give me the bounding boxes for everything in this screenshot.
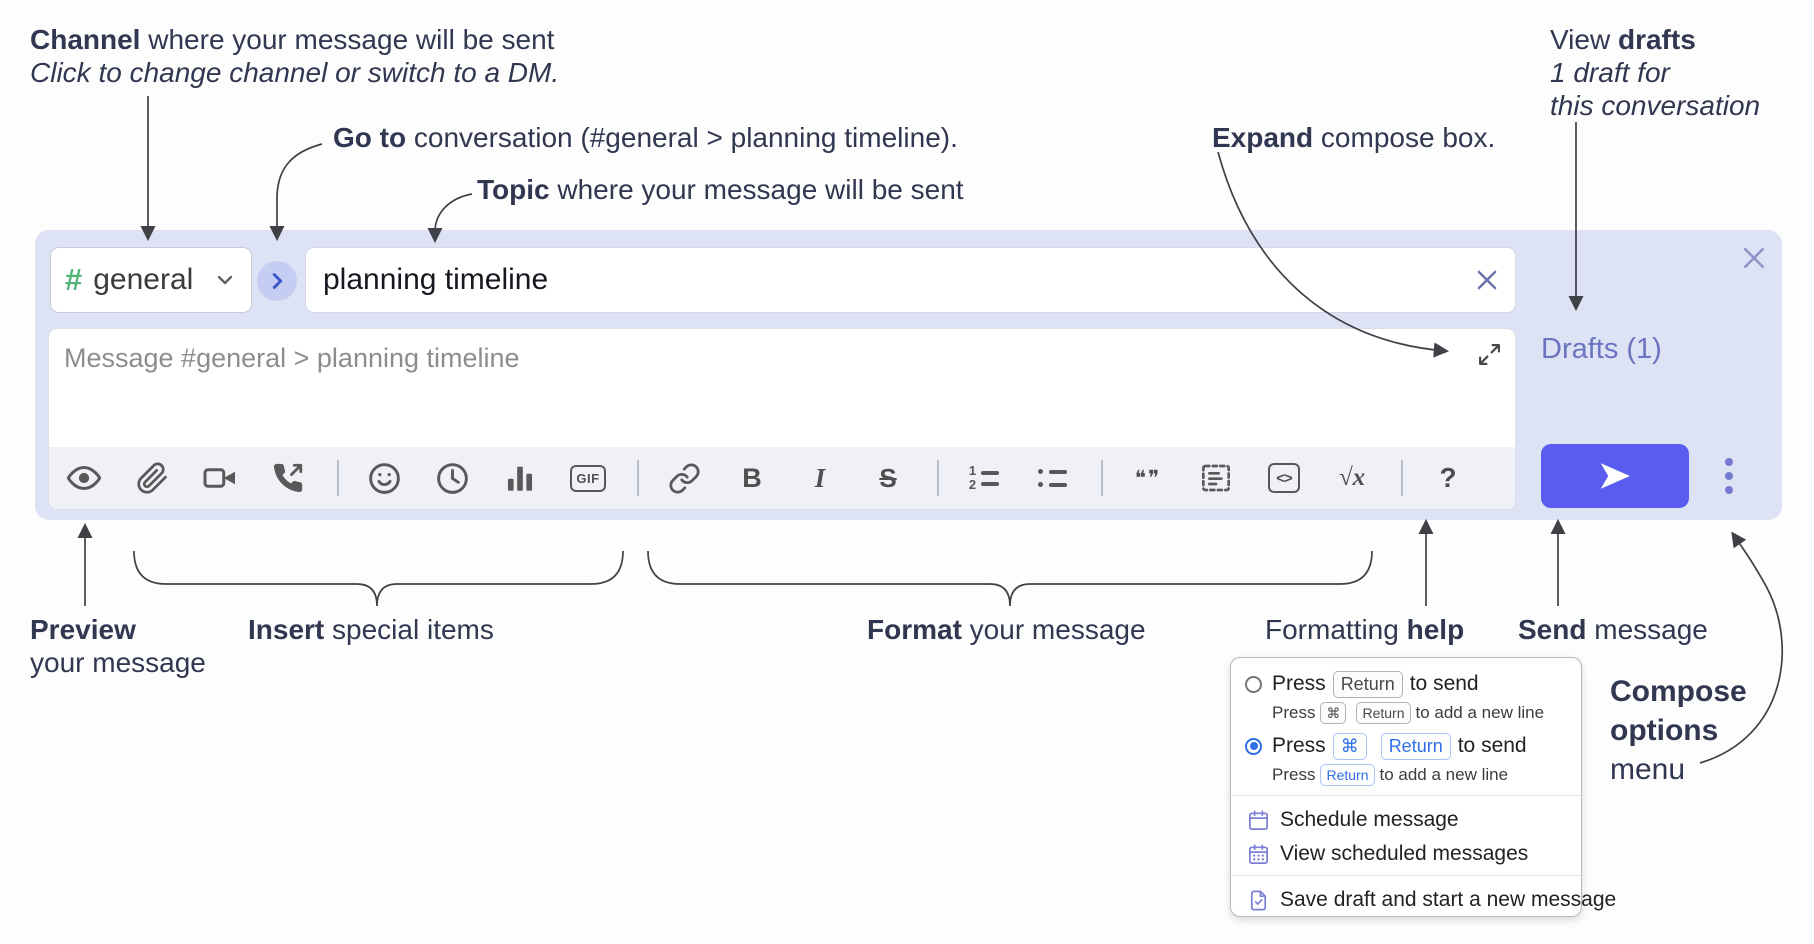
toolbar-divider: [637, 460, 639, 496]
toolbar-divider: [1101, 460, 1103, 496]
document-check-icon: [1247, 889, 1270, 912]
preview-note-line2: your message: [30, 647, 206, 678]
view-drafts-note: View drafts: [1550, 24, 1696, 55]
topic-note: Topic where your message will be sent: [477, 174, 964, 205]
channel-hash-icon: #: [65, 262, 83, 297]
option-return-to-send[interactable]: Press Return to send: [1231, 670, 1479, 698]
channel-note-sub: Click to change channel or switch to a D…: [30, 57, 560, 88]
return-keycap: Return: [1320, 764, 1375, 786]
cmd-keycap: ⌘: [1320, 702, 1347, 724]
compose-options-note-line3: menu: [1610, 753, 1686, 786]
code-icon[interactable]: <>: [1265, 457, 1303, 499]
chevron-down-icon: [213, 268, 237, 292]
topic-field: [305, 247, 1516, 313]
calendar-icon: [1247, 809, 1270, 832]
audio-call-icon[interactable]: [269, 457, 307, 499]
topic-input[interactable]: [306, 248, 1515, 312]
send-note: Send message: [1518, 614, 1708, 645]
italic-icon[interactable]: I: [814, 462, 826, 493]
message-input[interactable]: [49, 329, 1454, 453]
menu-divider: [1231, 875, 1581, 876]
menu-divider: [1231, 795, 1581, 796]
link-icon[interactable]: [665, 457, 703, 499]
send-button[interactable]: [1541, 444, 1689, 508]
channel-note: Channel where your message will be sent: [30, 24, 555, 55]
toolbar-divider: [1401, 460, 1403, 496]
return-keycap: Return: [1332, 670, 1403, 698]
video-call-icon[interactable]: [201, 457, 239, 499]
chevron-right-icon: [272, 273, 283, 289]
return-keycap: Return: [1380, 732, 1451, 760]
message-formatting-help-icon[interactable]: ?: [1439, 462, 1457, 493]
view-drafts-note-line2: 1 draft for: [1550, 57, 1670, 88]
add-time-icon[interactable]: [433, 457, 471, 499]
compose-options-menu-icon[interactable]: [1707, 444, 1751, 508]
radio-unselected-icon[interactable]: [1245, 675, 1262, 693]
expand-note: Expand compose box.: [1212, 122, 1496, 153]
save-draft-item[interactable]: Save draft and start a new message: [1231, 885, 1616, 915]
attach-file-icon[interactable]: [133, 457, 171, 499]
format-brace: [647, 550, 1373, 607]
message-box: GIF B I S 12: [48, 328, 1516, 510]
view-scheduled-messages-item[interactable]: View scheduled messages: [1231, 839, 1528, 869]
compose-options-note: Compose: [1610, 675, 1747, 708]
bold-icon[interactable]: B: [742, 462, 762, 493]
channel-selector[interactable]: # general: [50, 247, 252, 313]
math-icon[interactable]: √x: [1338, 464, 1366, 491]
formatting-help-note: Formatting help: [1265, 614, 1465, 645]
gif-icon[interactable]: GIF: [569, 457, 607, 499]
channel-name: general: [93, 263, 194, 296]
compose-options-menu: Press Return to send Press ⌘ Return to a…: [1230, 657, 1616, 917]
option-cmd-return-to-send[interactable]: Press ⌘ Return to send: [1231, 732, 1527, 760]
preview-icon[interactable]: [65, 457, 103, 499]
option-return-subtext: Press ⌘ Return to add a new line: [1272, 702, 1545, 724]
compose-box: # general: [35, 230, 1782, 520]
go-to-arrow: [269, 143, 323, 242]
quote-icon[interactable]: ❝❞: [1134, 466, 1162, 490]
insert-brace: [133, 550, 624, 607]
return-keycap: Return: [1356, 702, 1411, 724]
spoiler-icon[interactable]: [1197, 457, 1235, 499]
emoji-icon[interactable]: [365, 457, 403, 499]
calendar-grid-icon: [1247, 843, 1270, 866]
toolbar-divider: [937, 460, 939, 496]
radio-selected-icon[interactable]: [1245, 737, 1262, 755]
toolbar-divider: [337, 460, 339, 496]
format-note: Format your message: [867, 614, 1146, 645]
preview-note: Preview: [30, 614, 136, 645]
expand-compose-icon[interactable]: [1477, 342, 1502, 367]
send-icon: [1600, 463, 1630, 489]
clear-topic-icon[interactable]: [1473, 266, 1501, 294]
close-compose-icon[interactable]: [1739, 243, 1769, 273]
strikethrough-icon[interactable]: S: [879, 462, 897, 493]
drafts-link[interactable]: Drafts (1): [1541, 333, 1662, 365]
go-to-note: Go to conversation (#general > planning …: [333, 122, 958, 153]
bulleted-list-icon[interactable]: [1033, 457, 1071, 499]
poll-icon[interactable]: [501, 457, 539, 499]
insert-note: Insert special items: [248, 614, 494, 645]
option-cmd-return-subtext: Press Return to add a new line: [1272, 764, 1509, 786]
go-to-conversation-button[interactable]: [257, 261, 297, 301]
schedule-message-item[interactable]: Schedule message: [1231, 805, 1459, 835]
compose-options-note-line2: options: [1610, 714, 1719, 747]
view-drafts-note-line3: this conversation: [1550, 90, 1761, 121]
cmd-keycap: ⌘: [1332, 732, 1367, 760]
